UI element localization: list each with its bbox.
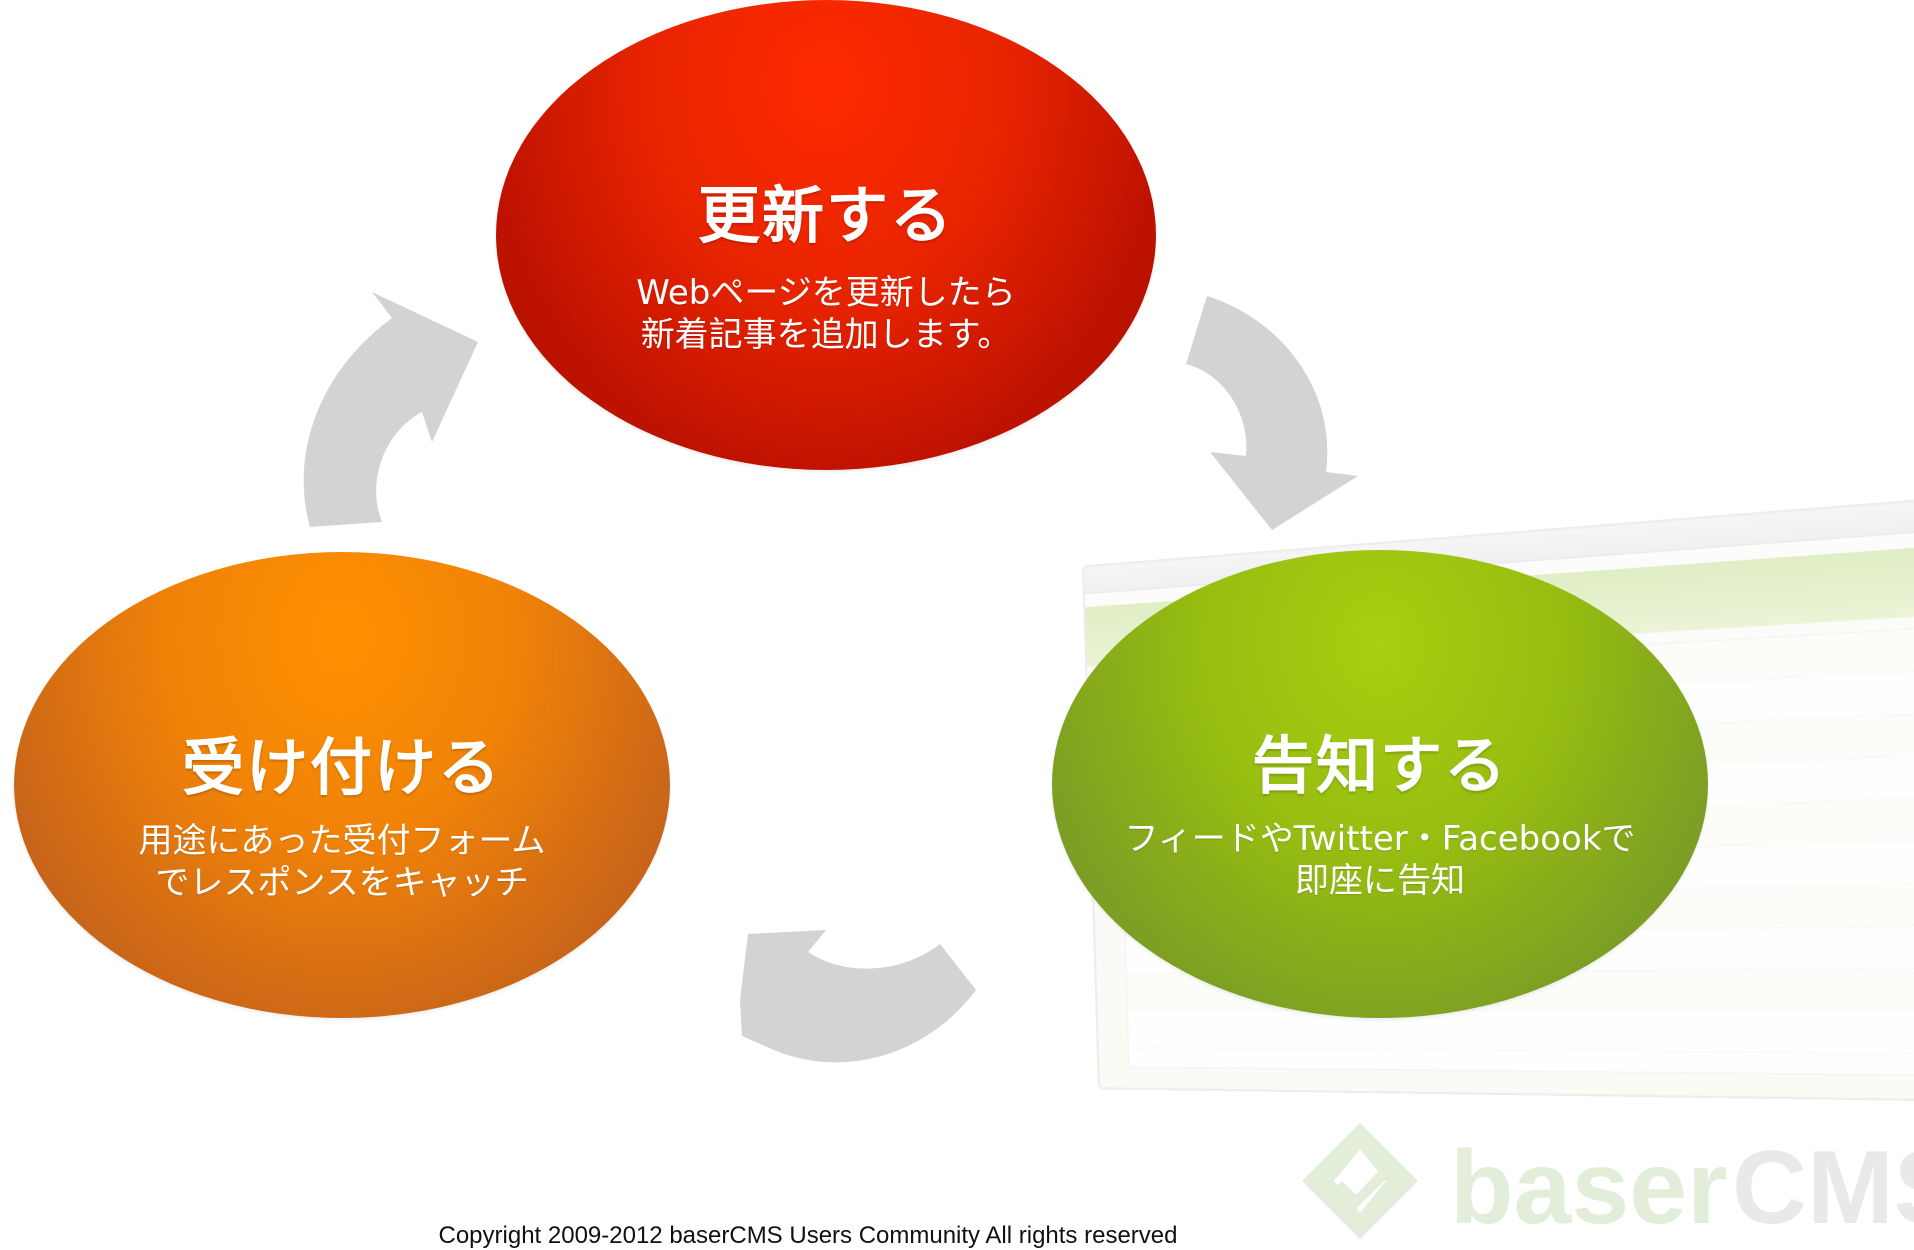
- arrow-announce-to-receive-icon: [740, 930, 976, 1063]
- basercms-logo-icon: baser CMS: [1302, 1123, 1914, 1246]
- node-announce-title: 告知する: [1251, 729, 1508, 802]
- svg-text:CMS: CMS: [1732, 1130, 1914, 1246]
- arrow-update-to-announce-icon: [1186, 296, 1358, 530]
- node-receive-line-1: 用途にあった受付フォーム: [138, 821, 546, 861]
- node-announce: 告知する フィードやTwitter・Facebookで 即座に告知: [1052, 550, 1708, 1018]
- node-receive-description: 用途にあった受付フォーム でレスポンスをキャッチ: [14, 820, 670, 904]
- arrow-receive-to-update-icon: [303, 292, 478, 527]
- node-update-line-1: Webページを更新したら: [636, 273, 1016, 313]
- node-receive-title: 受け付ける: [181, 731, 502, 804]
- node-receive-line-2: でレスポンスをキャッチ: [155, 863, 529, 903]
- node-announce-line-2: 即座に告知: [1295, 861, 1465, 901]
- node-announce-description: フィードやTwitter・Facebookで 即座に告知: [1052, 818, 1708, 902]
- node-update-line-2: 新着記事を追加します。: [640, 315, 1012, 355]
- svg-text:baser: baser: [1450, 1130, 1728, 1246]
- node-update-description: Webページを更新したら 新着記事を追加します。: [496, 272, 1156, 356]
- basercms-logo-watermark: baser CMS: [1290, 1115, 1914, 1250]
- node-update: 更新する Webページを更新したら 新着記事を追加します。: [496, 0, 1156, 470]
- node-announce-line-1: フィードやTwitter・Facebookで: [1124, 819, 1636, 859]
- copyright-footer: Copyright 2009-2012 baserCMS Users Commu…: [438, 1222, 1178, 1249]
- node-receive: 受け付ける 用途にあった受付フォーム でレスポンスをキャッチ: [14, 552, 670, 1018]
- node-update-title: 更新する: [697, 179, 954, 252]
